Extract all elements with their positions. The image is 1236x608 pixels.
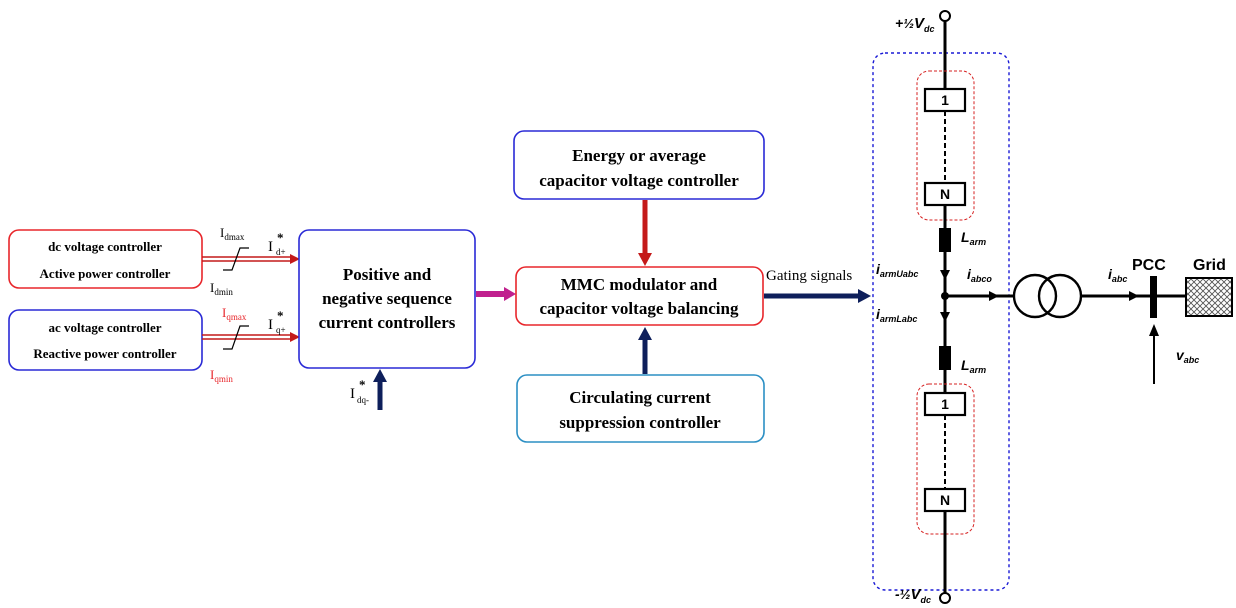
energy-controller-block: Energy or average capacitor voltage cont… (513, 130, 765, 200)
seq-to-mmc-arrow (476, 287, 516, 301)
lower-submodule-n-label: N (940, 492, 950, 508)
grid-label: Grid (1193, 257, 1226, 274)
i-arm-lower-label: iarmLabc (876, 306, 917, 324)
id-plus-label: I * d+ (268, 230, 286, 257)
dc-controller-line2: Active power controller (40, 266, 171, 281)
svg-text:dq-: dq- (357, 395, 369, 405)
lower-submodule-1-label: 1 (941, 396, 949, 412)
upper-arm-inductor (939, 228, 951, 252)
circulating-controller-line2: suppression controller (559, 413, 721, 432)
i-abco-label: iabco (967, 266, 992, 284)
l-arm-upper-label: Larm (961, 229, 986, 247)
pcc-label: PCC (1132, 257, 1166, 274)
l-arm-lower-label: Larm (961, 357, 986, 375)
circulating-to-mmc-arrow (638, 327, 652, 374)
transformer-icon (1012, 273, 1083, 319)
i-arm-upper-label: iarmUabc (876, 261, 918, 279)
svg-text:I: I (350, 386, 355, 402)
mmc-modulator-line2: capacitor voltage balancing (540, 299, 739, 318)
ac-controller-line1: ac voltage controller (48, 320, 161, 335)
upper-submodule-1-label: 1 (941, 92, 949, 108)
idq-minus-label: I * dq- (350, 377, 369, 405)
svg-text:d+: d+ (276, 247, 286, 257)
energy-controller-line1: Energy or average (572, 146, 706, 165)
circulating-controller-line1: Circulating current (569, 388, 711, 407)
q-limiter-icon (223, 325, 249, 350)
q-min-label: Iqmin (210, 367, 233, 384)
d-max-label: Idmax (220, 225, 245, 242)
svg-text:*: * (277, 308, 284, 323)
mmc-leg-dotted-frame (872, 52, 1010, 591)
negative-dc-terminal-icon (939, 592, 951, 604)
gating-signals-label: Gating signals (766, 268, 852, 284)
ac-controller-block: ac voltage controller Reactive power con… (8, 309, 203, 371)
iq-reference-arrow (202, 325, 300, 350)
lower-arm-inductor (939, 346, 951, 370)
ac-controller-line2: Reactive power controller (33, 346, 176, 361)
svg-text:*: * (359, 377, 366, 392)
dc-controller-block: dc voltage controller Active power contr… (8, 229, 203, 289)
seq-controller-line1: Positive and (343, 265, 432, 284)
svg-text:q+: q+ (276, 325, 286, 335)
i-abc-label: iabc (1108, 266, 1127, 284)
vdc-positive-label: +½Vdc (895, 15, 935, 34)
svg-text:I: I (268, 239, 273, 255)
id-reference-arrow (202, 247, 300, 271)
vdc-negative-label: -½Vdc (895, 586, 931, 605)
idq-minus-arrow (373, 369, 387, 410)
mmc-modulator-block: MMC modulator and capacitor voltage bala… (515, 266, 764, 326)
v-abc-label: vabc (1176, 347, 1199, 365)
grid-icon (1185, 277, 1233, 317)
circulating-controller-block: Circulating current suppression controll… (516, 374, 765, 443)
d-min-label: Idmin (210, 280, 233, 297)
sequence-controller-block: Positive and negative sequence current c… (298, 229, 476, 369)
energy-controller-line2: capacitor voltage controller (539, 171, 739, 190)
seq-controller-line3: current controllers (319, 313, 456, 332)
energy-to-mmc-arrow (638, 200, 652, 266)
upper-submodule-n-label: N (940, 186, 950, 202)
gating-signals-arrow (764, 289, 871, 303)
d-limiter-icon (223, 247, 249, 271)
q-max-label: Iqmax (222, 305, 247, 322)
svg-text:I: I (268, 317, 273, 333)
iq-plus-label: I * q+ (268, 308, 286, 335)
positive-dc-terminal-icon (939, 10, 951, 22)
pcc-bus-bar (1150, 276, 1157, 318)
v-abc-arrow (1149, 324, 1159, 384)
dc-controller-line1: dc voltage controller (48, 239, 162, 254)
mmc-modulator-line1: MMC modulator and (561, 275, 718, 294)
svg-text:*: * (277, 230, 284, 245)
seq-controller-line2: negative sequence (322, 289, 452, 308)
